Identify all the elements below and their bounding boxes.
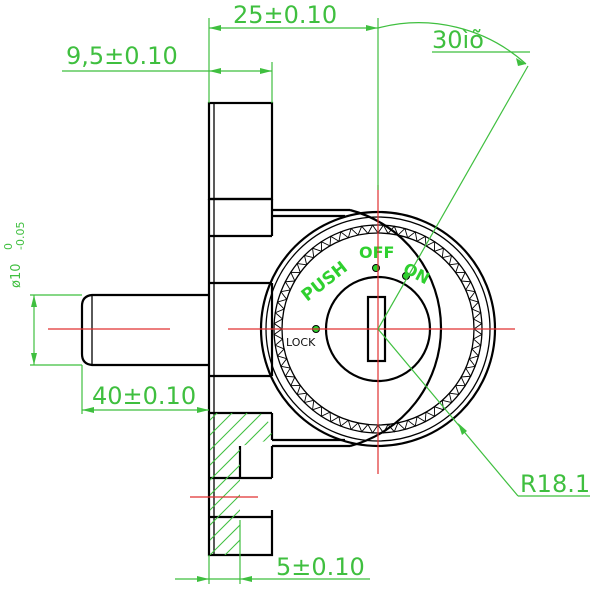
- knurl-tick: [407, 231, 418, 242]
- knurl-tick: [276, 298, 287, 310]
- knurl-tick: [449, 263, 460, 273]
- label-off: OFF: [359, 243, 394, 262]
- knurl-tick: [425, 406, 436, 417]
- dim-shaft-tol-upper: 0: [2, 243, 15, 250]
- knurl-tick: [290, 271, 301, 282]
- upper-flange: [207, 101, 274, 201]
- knurl-tick: [367, 424, 379, 434]
- knurl-tick: [377, 424, 389, 434]
- knurl-tick: [442, 254, 453, 265]
- dim-angle: 30ìõ: [432, 26, 484, 54]
- knurl-tick: [303, 254, 314, 265]
- knurl-tick: [461, 367, 472, 378]
- knurl-tick: [320, 406, 331, 417]
- knurl-tick: [397, 420, 409, 431]
- knurl-tick: [434, 400, 444, 411]
- knurl-tick: [296, 385, 307, 395]
- knurl-tick: [455, 271, 466, 282]
- dim-bottom-width: 5±0.10: [276, 553, 365, 581]
- knurl-tick: [273, 328, 283, 340]
- knurl-tick: [280, 358, 291, 369]
- knurl-tick: [387, 225, 399, 236]
- knurl-ticks: [273, 224, 483, 434]
- dim-top-width: 25±0.10: [233, 1, 337, 29]
- knurl-tick: [367, 224, 379, 234]
- knurl-tick: [280, 289, 291, 300]
- knurl-tick: [357, 422, 369, 433]
- knurl-tick: [465, 289, 476, 300]
- knurl-tick: [312, 400, 322, 411]
- knurl-tick: [312, 247, 322, 258]
- knurl-tick: [276, 348, 287, 360]
- knurl-tick: [329, 412, 340, 423]
- knurl-tick: [461, 280, 472, 291]
- knurl-tick: [274, 338, 285, 350]
- knurl-tick: [338, 416, 349, 427]
- knurl-tick: [465, 358, 476, 369]
- knurl-tick: [442, 393, 453, 404]
- dim-shaft-tol-lower: -0.05: [14, 222, 27, 250]
- knurl-tick: [284, 280, 295, 291]
- knurl-tick: [434, 247, 444, 258]
- part-outline: [80, 101, 350, 557]
- knurl-tick: [357, 225, 369, 236]
- knurl-tick: [329, 235, 340, 246]
- dim-flange-width: 9,5±0.10: [66, 42, 178, 70]
- knurl-tick: [469, 298, 480, 310]
- dim-radius: R18.1: [520, 470, 590, 498]
- label-lock: LOCK: [286, 336, 316, 349]
- knurl-tick: [473, 318, 483, 330]
- knurl-tick: [284, 367, 295, 378]
- knurl-tick: [397, 227, 409, 238]
- knurl-tick: [416, 412, 427, 423]
- knurl-tick: [471, 308, 482, 320]
- dim-shaft-length: 40±0.10: [92, 382, 196, 410]
- dimensions: 25±0.10 9,5±0.10 30ìõ ø10 0 -0.05 40±0.1…: [2, 1, 590, 584]
- knurl-tick: [407, 416, 418, 427]
- knurl-tick: [303, 393, 314, 404]
- knurl-tick: [471, 338, 482, 350]
- shaft: [80, 293, 209, 367]
- knurl-tick: [274, 308, 285, 320]
- knurl-tick: [469, 348, 480, 360]
- knurl-tick: [290, 376, 301, 387]
- knurl-tick: [338, 231, 349, 242]
- knurl-tick: [296, 263, 307, 273]
- knurl-tick: [416, 235, 427, 246]
- knurl-tick: [449, 385, 460, 395]
- dim-shaft-diameter: ø10: [9, 264, 24, 289]
- knurl-tick: [455, 376, 466, 387]
- knurl-tick: [347, 227, 359, 238]
- knurl-tick: [425, 241, 436, 252]
- knurl-tick: [473, 328, 483, 340]
- knurl-tick: [273, 318, 283, 330]
- knurl-tick: [320, 241, 331, 252]
- knurl-tick: [347, 420, 359, 431]
- knurl-tick: [377, 224, 389, 234]
- knurl-tick: [387, 422, 399, 433]
